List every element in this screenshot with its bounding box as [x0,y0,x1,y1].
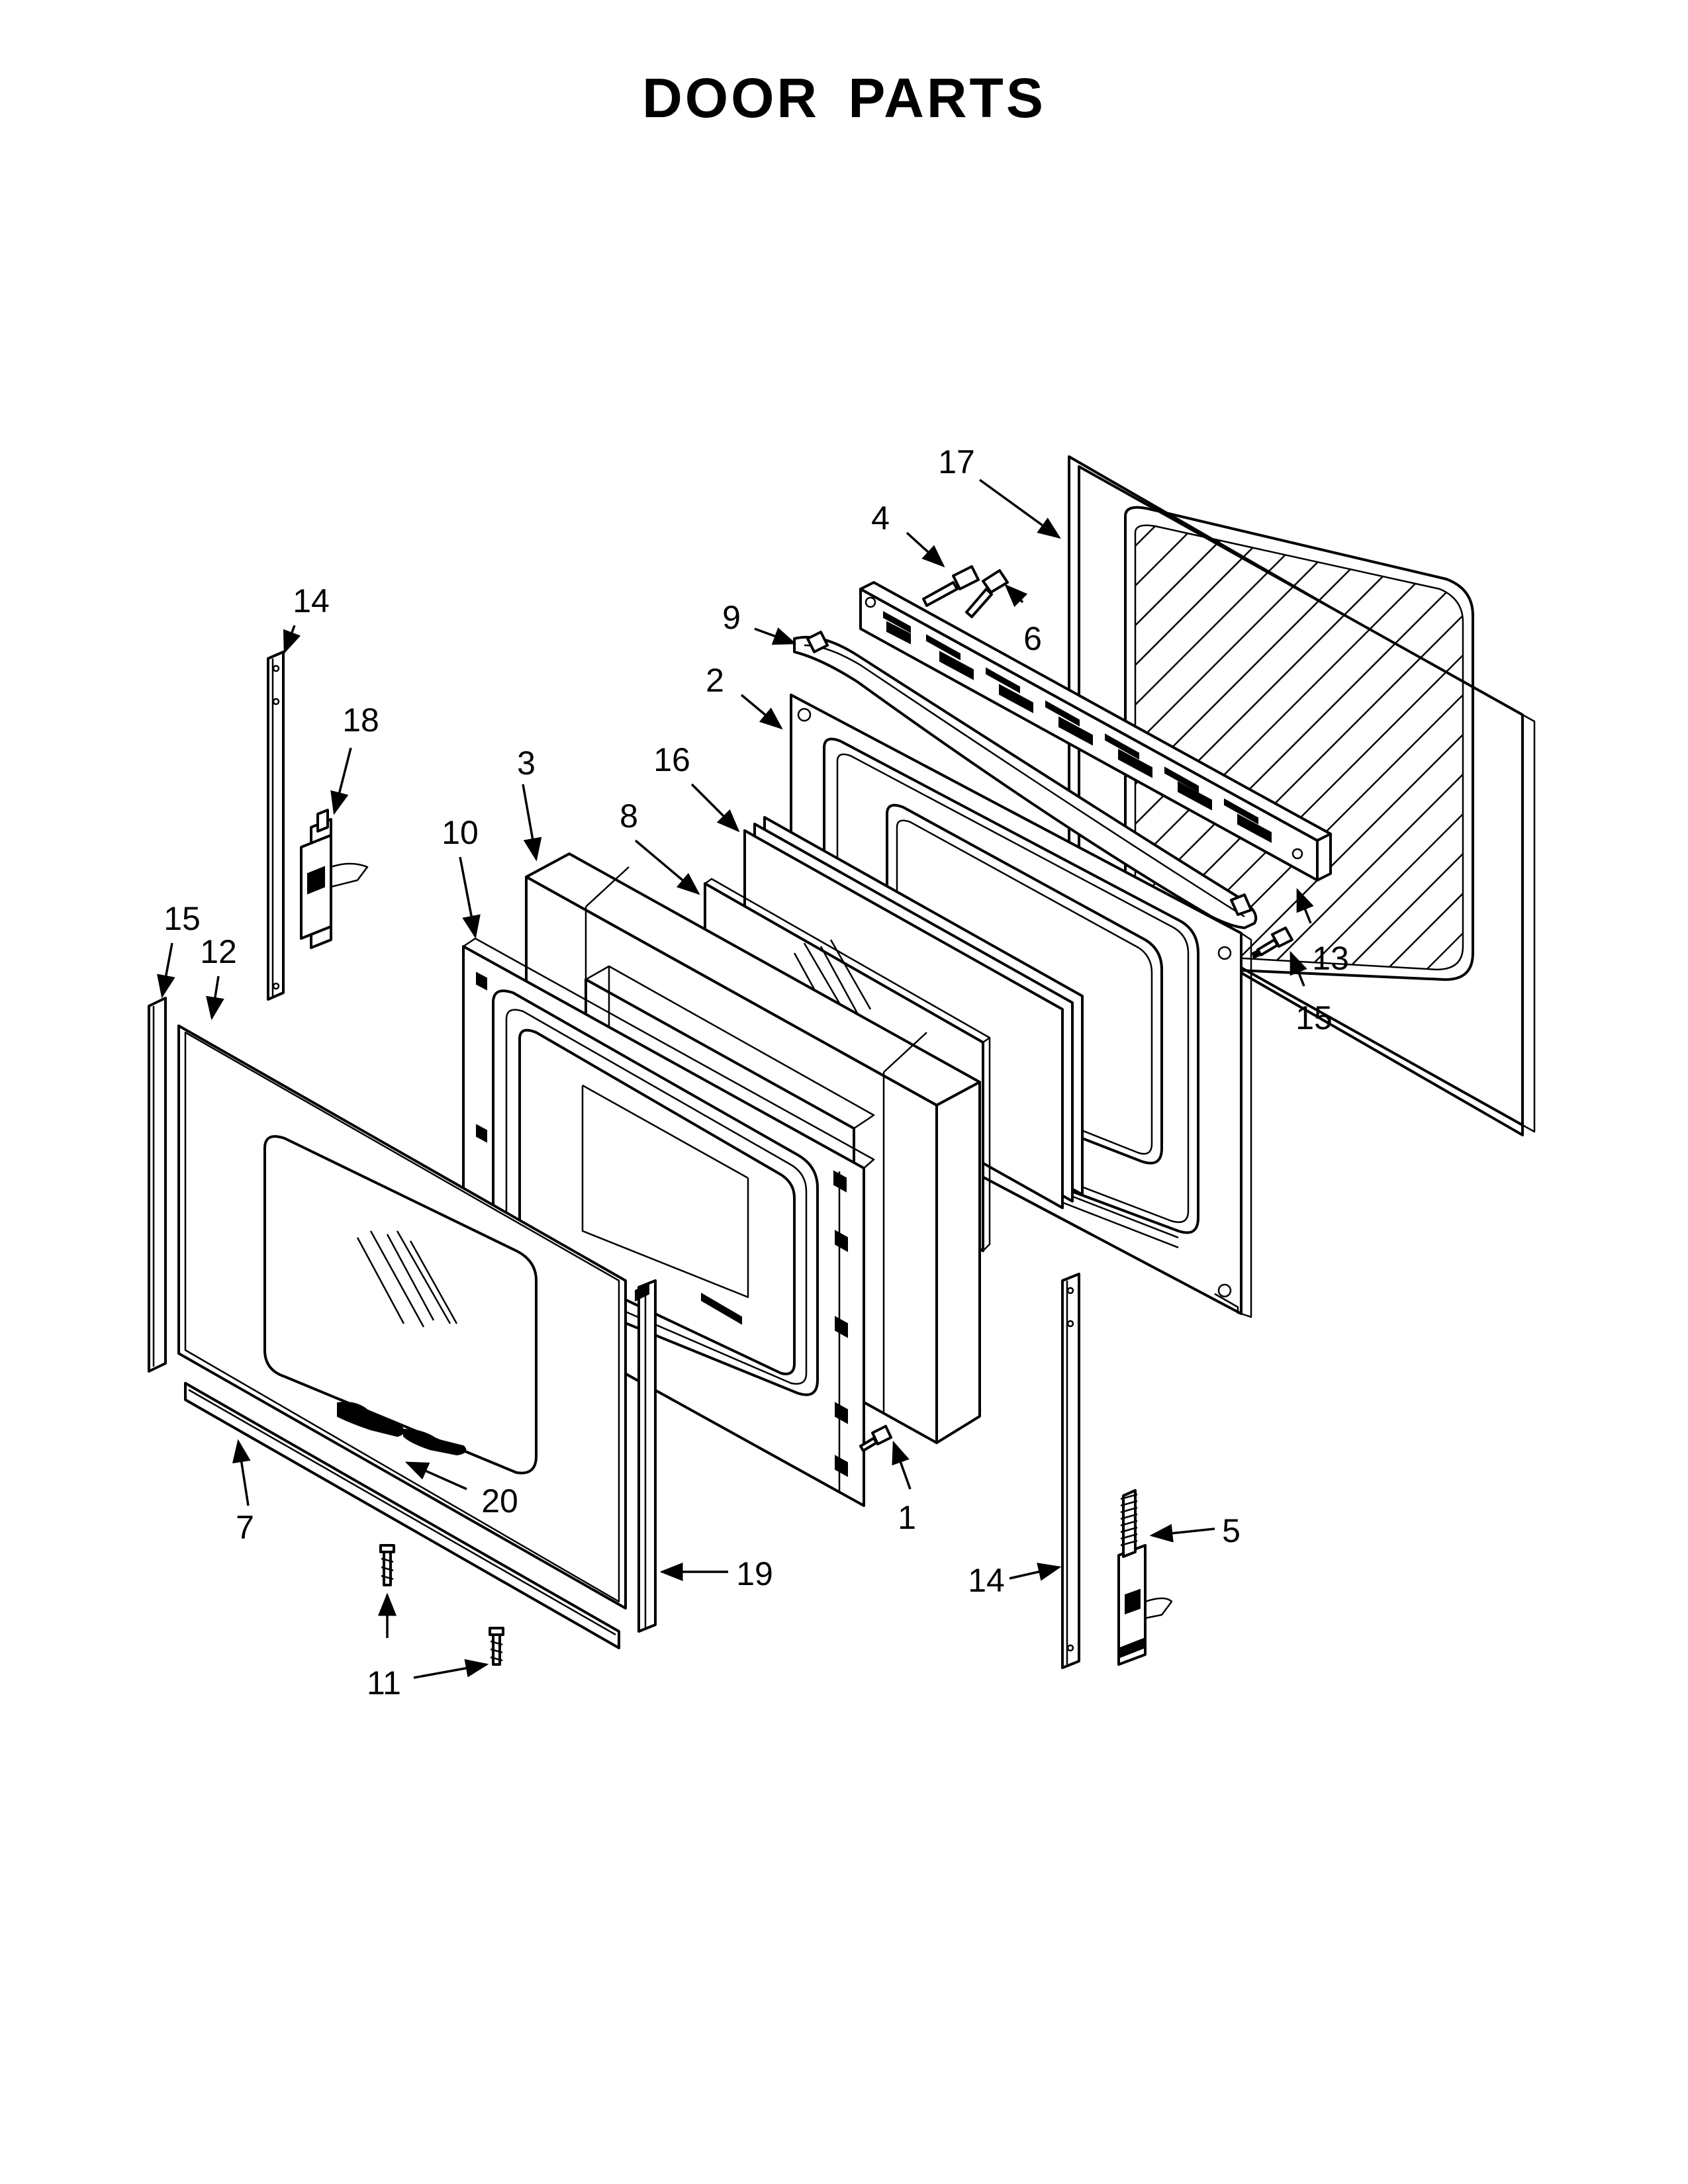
leader-arrows [157,478,1314,1679]
screw-1 [859,1425,892,1452]
callout-7: 7 [236,1509,254,1546]
hinge-18 [300,809,369,949]
callout-6: 6 [1023,620,1042,657]
hinge-5 [1117,1489,1173,1666]
screw-11-lower [489,1627,504,1666]
vent-trim [859,581,1332,882]
callout-15-right: 15 [1295,999,1333,1036]
screw-6 [965,569,1009,618]
callout-18: 18 [342,702,379,739]
screw-4 [922,565,980,607]
callout-9: 9 [722,599,741,636]
callout-1: 1 [898,1499,916,1536]
callout-11: 11 [367,1664,401,1702]
callout-4: 4 [871,500,890,537]
screw-15-right [1251,927,1293,960]
page-title: DOOR PARTS [642,67,1046,129]
callout-3: 3 [517,745,536,782]
side-trim-15-left [148,997,167,1373]
callout-15-left: 15 [164,900,201,937]
callout-20: 20 [481,1482,518,1520]
outer-door-panel: ~ [177,1024,627,1610]
callout-12: 12 [200,933,237,970]
callout-13: 13 [1312,940,1349,977]
callout-10: 10 [442,814,479,851]
hinge-receiver-left [267,651,285,1001]
callout-17: 17 [938,443,975,480]
callout-2: 2 [706,662,724,699]
callout-8: 8 [620,797,638,835]
callout-5: 5 [1222,1512,1241,1549]
callout-14-right: 14 [968,1562,1005,1599]
inner-door-panel [1068,455,1536,1136]
side-trim-19 [635,1279,657,1633]
callout-19: 19 [736,1555,773,1592]
door-handle [793,631,1258,929]
screw-11-upper [379,1544,395,1586]
callout-16: 16 [653,741,690,778]
hinge-receiver-right [1061,1273,1080,1669]
bottom-trim [184,1382,620,1649]
callout-14-left: 14 [293,582,330,619]
